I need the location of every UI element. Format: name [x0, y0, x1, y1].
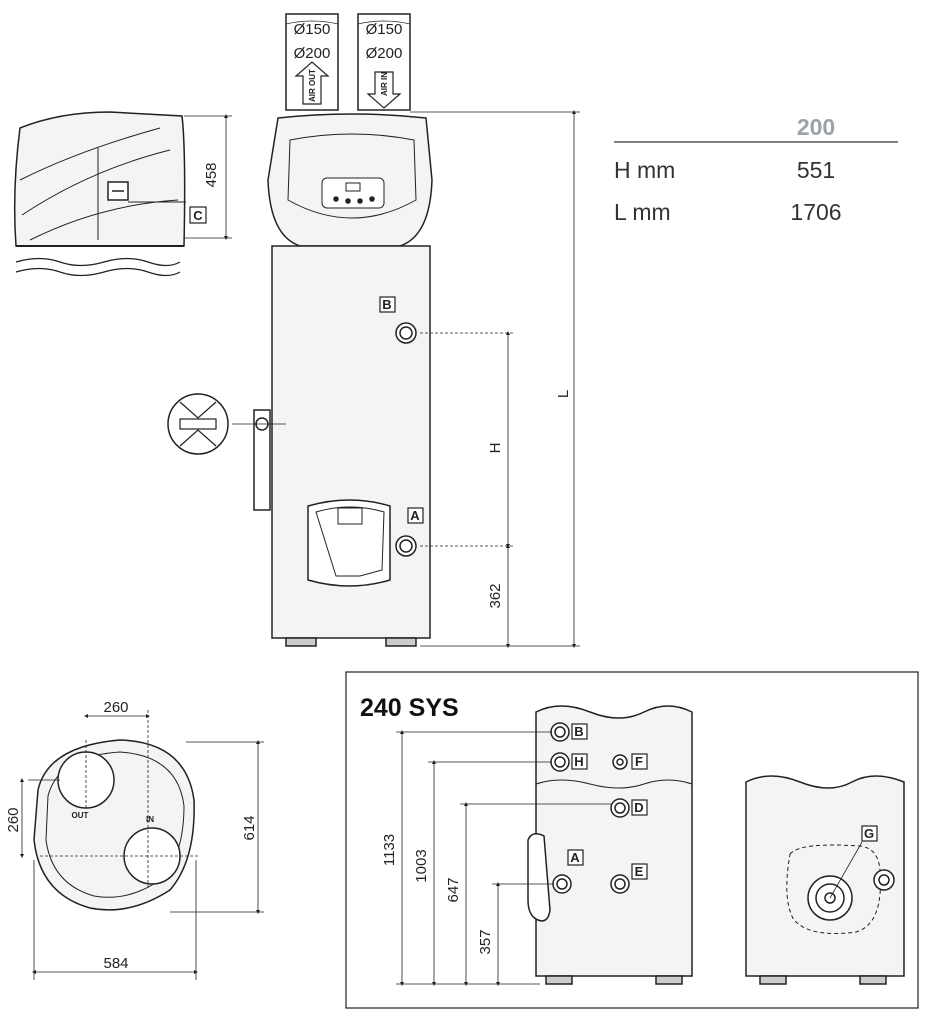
sys-label-a: A — [570, 850, 580, 865]
dim-h: H — [487, 443, 504, 454]
pipe-right-dia1: Ø150 — [366, 21, 403, 38]
table-row-label: L mm — [614, 199, 671, 225]
sys-tank-detail — [396, 705, 693, 986]
sys-title: 240 SYS — [360, 694, 459, 722]
outlet-in-label: IN — [146, 815, 154, 824]
table-row-value: 551 — [797, 157, 835, 183]
sys-label-e: E — [635, 864, 644, 879]
sys-label-b: B — [574, 724, 583, 739]
table-header: 200 — [797, 114, 835, 140]
table-row-value: 1706 — [790, 199, 841, 225]
dim-584: 584 — [103, 955, 128, 972]
dim-362: 362 — [487, 583, 504, 608]
dim-614: 614 — [241, 815, 258, 840]
top-view — [20, 710, 264, 980]
label-a: A — [410, 508, 420, 523]
dim-260-depth: 260 — [5, 807, 22, 832]
sys-label-f: F — [635, 754, 643, 769]
pipe-right-dia2: Ø200 — [366, 45, 403, 62]
sys-label-d: D — [634, 800, 643, 815]
sys-label-h: H — [574, 754, 583, 769]
sys-dim-357: 357 — [477, 929, 494, 954]
pipe-left-dia1: Ø150 — [294, 21, 331, 38]
front-view — [167, 13, 580, 648]
label-c: C — [193, 208, 203, 223]
outlet-out-label: OUT — [72, 811, 89, 820]
table-row-label: H mm — [614, 157, 675, 183]
side-view — [13, 111, 232, 277]
dim-260-width: 260 — [103, 699, 128, 716]
air-out-label: AIR OUT — [308, 69, 317, 102]
dim-l: L — [555, 390, 572, 398]
sys-dim-647: 647 — [445, 877, 462, 902]
pipe-left-dia2: Ø200 — [294, 45, 331, 62]
sys-dim-1003: 1003 — [413, 849, 430, 882]
sys-bottom-detail — [745, 775, 905, 985]
sys-box-frame — [345, 671, 919, 1009]
side-height-dim: 458 — [203, 162, 220, 187]
air-in-label: AIR IN — [380, 72, 389, 96]
label-b: B — [382, 297, 391, 312]
sys-dim-1133: 1133 — [381, 834, 398, 866]
sys-label-g: G — [864, 826, 874, 841]
